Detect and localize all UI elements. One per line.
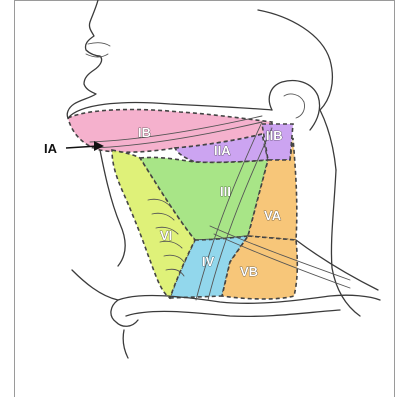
sternum-head <box>111 300 138 326</box>
label-ia: IA <box>44 141 58 156</box>
label-iii: III <box>220 184 231 199</box>
ear <box>269 81 319 130</box>
face-profile <box>67 0 101 118</box>
label-ib: IB <box>138 125 151 140</box>
back-of-neck <box>331 170 360 316</box>
label-va: VA <box>264 208 282 223</box>
label-iia: IIA <box>214 143 231 158</box>
label-vb: VB <box>240 264 258 279</box>
chest-line <box>72 270 118 300</box>
ear-inner <box>284 94 305 118</box>
label-vi: VI <box>160 228 172 243</box>
label-iv: IV <box>202 254 215 269</box>
label-iib: IIB <box>266 128 283 143</box>
clavicle-lower <box>126 310 340 316</box>
lips <box>86 43 110 57</box>
chest-line-lower <box>123 330 128 358</box>
